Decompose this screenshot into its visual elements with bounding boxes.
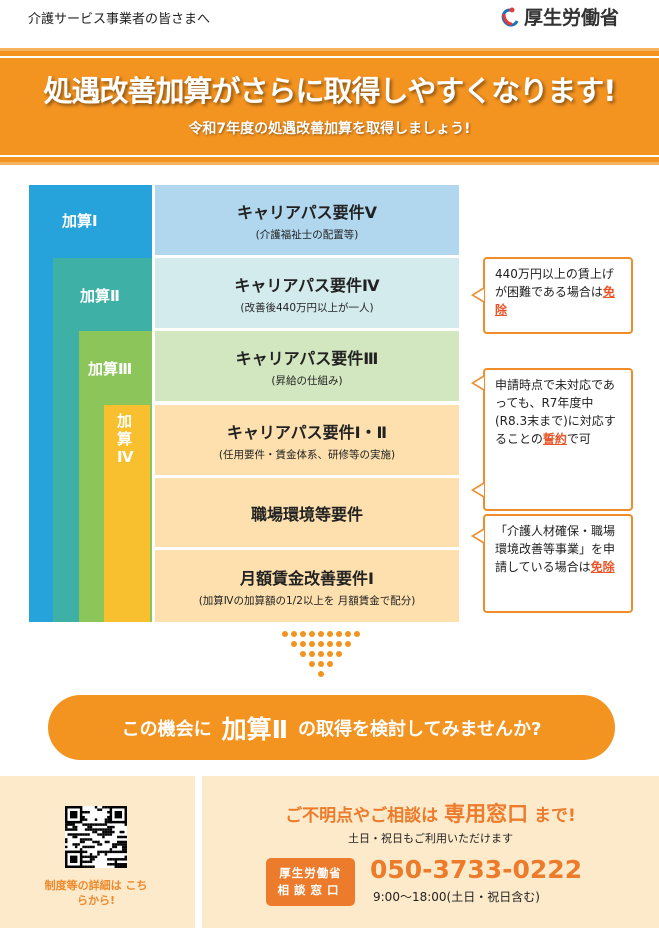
cta-text: の取得を検討してみませんか? [298, 718, 542, 740]
arrow-dot [336, 631, 342, 637]
open-days-text: 土日・祝日もご利用いただけます [348, 832, 513, 845]
arrow-dot [318, 641, 324, 647]
callout-exemption-iv: 440万円以上の賃上げが困難である場合は免除 [471, 257, 633, 334]
consultation-badge: 厚生労働省相談窓口 [266, 858, 355, 906]
arrow-dot [318, 661, 324, 667]
arrow-dot [291, 641, 297, 647]
callout-text: 「介護人材確保・職場環境改善等事業」を申請している場合は [495, 524, 616, 574]
tier-label-2: 加算Ⅱ [80, 287, 120, 305]
arrow-dot [327, 631, 333, 637]
arrow-dot [345, 641, 351, 647]
contact-heading-text: まで! [534, 806, 576, 826]
requirement-sub: (改善後440万円以上が一人) [240, 301, 374, 314]
requirement-title: 職場環境等要件 [250, 504, 363, 524]
requirement-row: キャリアパス要件Ⅴ (介護福祉士の配置等) [155, 185, 459, 255]
requirement-row: キャリアパス要件Ⅳ (改善後440万円以上が一人) [155, 258, 459, 328]
badge-line: 厚生労働省 [279, 866, 342, 880]
requirement-sub: (昇給の仕組み) [271, 374, 343, 387]
requirement-title: 月額賃金改善要件Ⅰ [240, 568, 374, 588]
arrow-dot [318, 631, 324, 637]
page-subtitle: 令和7年度の処遇改善加算を取得しましょう! [188, 121, 471, 137]
tier-label-1: 加算Ⅰ [62, 212, 98, 230]
tier-label-3: 加算Ⅲ [88, 360, 133, 378]
cta-highlight: 加算Ⅱ [221, 714, 289, 744]
cta-text: この機会に [121, 718, 212, 740]
tier-label-4: 加算Ⅳ [117, 412, 134, 466]
callout-text: で可 [566, 432, 591, 446]
arrow-dot [345, 631, 351, 637]
callout-exemption-env: 「介護人材確保・職場環境改善等事業」を申請している場合は免除 [471, 514, 633, 613]
tier-band-4 [104, 405, 150, 622]
requirement-title: キャリアパス要件Ⅳ [234, 275, 380, 295]
qr-code[interactable] [65, 806, 127, 868]
arrow-dot [309, 631, 315, 637]
arrow-dot [282, 631, 288, 637]
callout-text: 440万円以上の賃上げが困難である場合は [495, 267, 614, 299]
arrow-dot [318, 651, 324, 657]
contact-heading: ご不明点やご相談は 専用窓口 まで! [202, 798, 659, 828]
ministry-name: 厚生労働省 [524, 7, 620, 29]
cta-banner: この機会に 加算Ⅱ の取得を検討してみませんか? [48, 695, 615, 760]
audience-text: 介護サービス事業者の皆さまへ [28, 12, 211, 27]
requirement-title: キャリアパス要件Ⅰ・Ⅱ [226, 422, 388, 442]
callout-pledge: 申請時点で未対応であっても、R7年度中(R8.3末まで)に対応することの誓約で可 [471, 368, 633, 511]
down-arrow-dots-icon [282, 631, 360, 677]
arrow-dot [309, 661, 315, 667]
arrow-dot [327, 661, 333, 667]
requirement-sub: (任用要件・賃金体系、研修等の実施) [218, 448, 396, 461]
arrow-dot [309, 651, 315, 657]
arrow-dot [318, 671, 324, 677]
contact-heading-highlight: 専用窓口 [444, 802, 529, 826]
callout-highlight: 免除 [495, 285, 615, 317]
qr-caption: 制度等の詳細は こちらから! [44, 879, 148, 907]
arrow-dot [354, 631, 360, 637]
ministry-logo: 厚生労働省 [500, 3, 619, 30]
arrow-dot [336, 641, 342, 647]
arrow-dot [309, 641, 315, 647]
arrow-dot [291, 631, 297, 637]
requirement-row: キャリアパス要件Ⅲ (昇給の仕組み) [155, 331, 459, 401]
requirement-sub: (介護福祉士の配置等) [255, 228, 359, 241]
callout-highlight: 誓約 [542, 432, 567, 446]
arrow-dot [300, 651, 306, 657]
arrow-dot [327, 641, 333, 647]
requirement-row: 職場環境等要件 [155, 478, 459, 547]
mhlw-logo-icon [501, 7, 519, 27]
requirement-sub: (加算Ⅳの加算額の1/2以上を 月額賃金で配分) [198, 594, 416, 607]
page-title: 処遇改善加算がさらに取得しやすくなります! [43, 74, 617, 108]
title-banner [0, 48, 659, 165]
requirement-row: キャリアパス要件Ⅰ・Ⅱ (任用要件・賃金体系、研修等の実施) [155, 405, 459, 475]
phone-number[interactable]: 050-3733-0222 [370, 855, 583, 884]
requirement-title: キャリアパス要件Ⅲ [235, 348, 379, 368]
requirement-row: 月額賃金改善要件Ⅰ (加算Ⅳの加算額の1/2以上を 月額賃金で配分) [155, 550, 459, 622]
requirement-title: キャリアパス要件Ⅴ [236, 202, 378, 222]
arrow-dot [327, 651, 333, 657]
callout-text: 申請時点で未対応であっても、R7年度中(R8.3末まで)に対応することの [495, 378, 616, 446]
hours-text: 9:00〜18:00(土日・祝日含む) [373, 890, 540, 904]
callout-highlight: 免除 [590, 560, 615, 574]
arrow-dot [336, 651, 342, 657]
badge-line: 相談窓口 [277, 883, 344, 897]
arrow-dot [300, 631, 306, 637]
arrow-dot [300, 641, 306, 647]
contact-heading-text: ご不明点やご相談は [285, 806, 439, 826]
